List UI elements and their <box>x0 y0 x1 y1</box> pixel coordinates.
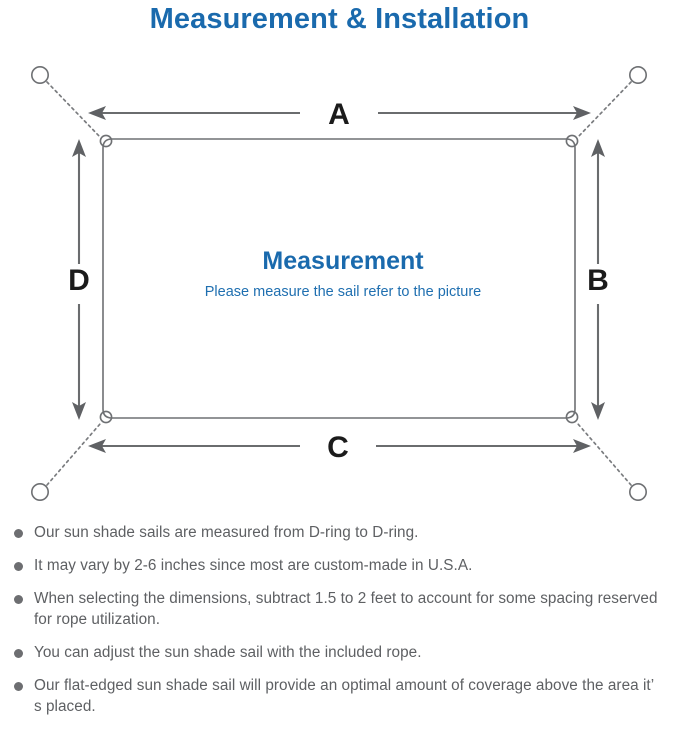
dimension-a: A <box>88 98 591 131</box>
note-text: When selecting the dimensions, subtract … <box>34 590 658 628</box>
dimension-c: C <box>88 431 591 464</box>
dimension-b-label: B <box>587 264 609 297</box>
sun-shade-sail-measurement-diagram: A C D B Measurement Please meas <box>30 65 647 501</box>
bullet-icon <box>14 595 23 604</box>
list-item: Our sun shade sails are measured from D-… <box>0 522 679 543</box>
dimension-a-arrowhead-right <box>573 106 591 120</box>
rope-bottom-right <box>577 423 632 486</box>
d-ring-bottom-right <box>565 410 579 424</box>
rope-top-left <box>46 81 101 138</box>
list-item: It may vary by 2-6 inches since most are… <box>0 555 679 576</box>
dimension-c-arrowhead-left <box>88 439 106 453</box>
diagram-center-subheading: Please measure the sail refer to the pic… <box>205 284 481 300</box>
sail-body <box>102 138 576 419</box>
note-text: You can adjust the sun shade sail with t… <box>34 644 422 661</box>
list-item: When selecting the dimensions, subtract … <box>0 588 679 630</box>
note-text: Our sun shade sails are measured from D-… <box>34 524 419 541</box>
dimension-a-arrowhead-left <box>88 106 106 120</box>
dimension-b-arrowhead-top <box>591 139 605 157</box>
page-title: Measurement & Installation <box>149 3 530 35</box>
dimension-c-arrowhead-right <box>573 439 591 453</box>
notes-list: Our sun shade sails are measured from D-… <box>0 522 679 729</box>
anchor-ring-bottom-left <box>30 482 49 501</box>
dimension-c-label: C <box>327 431 349 464</box>
anchor-ring-top-right <box>628 65 647 84</box>
bullet-icon <box>14 649 23 658</box>
d-ring-top-left <box>99 134 113 148</box>
dimension-d-arrowhead-bottom <box>72 402 86 420</box>
list-item: You can adjust the sun shade sail with t… <box>0 642 679 663</box>
anchor-ring-bottom-right <box>628 482 647 501</box>
bullet-icon <box>14 529 23 538</box>
anchor-ring-top-left <box>30 65 49 84</box>
rope-bottom-left <box>46 423 101 486</box>
bullet-icon <box>14 682 23 691</box>
dimension-d: D <box>68 139 90 420</box>
dimension-b-arrowhead-bottom <box>591 402 605 420</box>
dimension-d-label: D <box>68 264 90 297</box>
d-ring-top-right <box>565 134 579 148</box>
note-text: Our flat-edged sun shade sail will provi… <box>34 677 654 715</box>
dimension-b: B <box>587 139 609 420</box>
rope-top-right <box>577 81 632 138</box>
note-text: It may vary by 2-6 inches since most are… <box>34 557 473 574</box>
dimension-a-label: A <box>328 98 350 131</box>
dimension-d-arrowhead-top <box>72 139 86 157</box>
d-ring-bottom-left <box>99 410 113 424</box>
list-item: Our flat-edged sun shade sail will provi… <box>0 675 679 717</box>
diagram-center-heading: Measurement <box>262 247 424 275</box>
bullet-icon <box>14 562 23 571</box>
